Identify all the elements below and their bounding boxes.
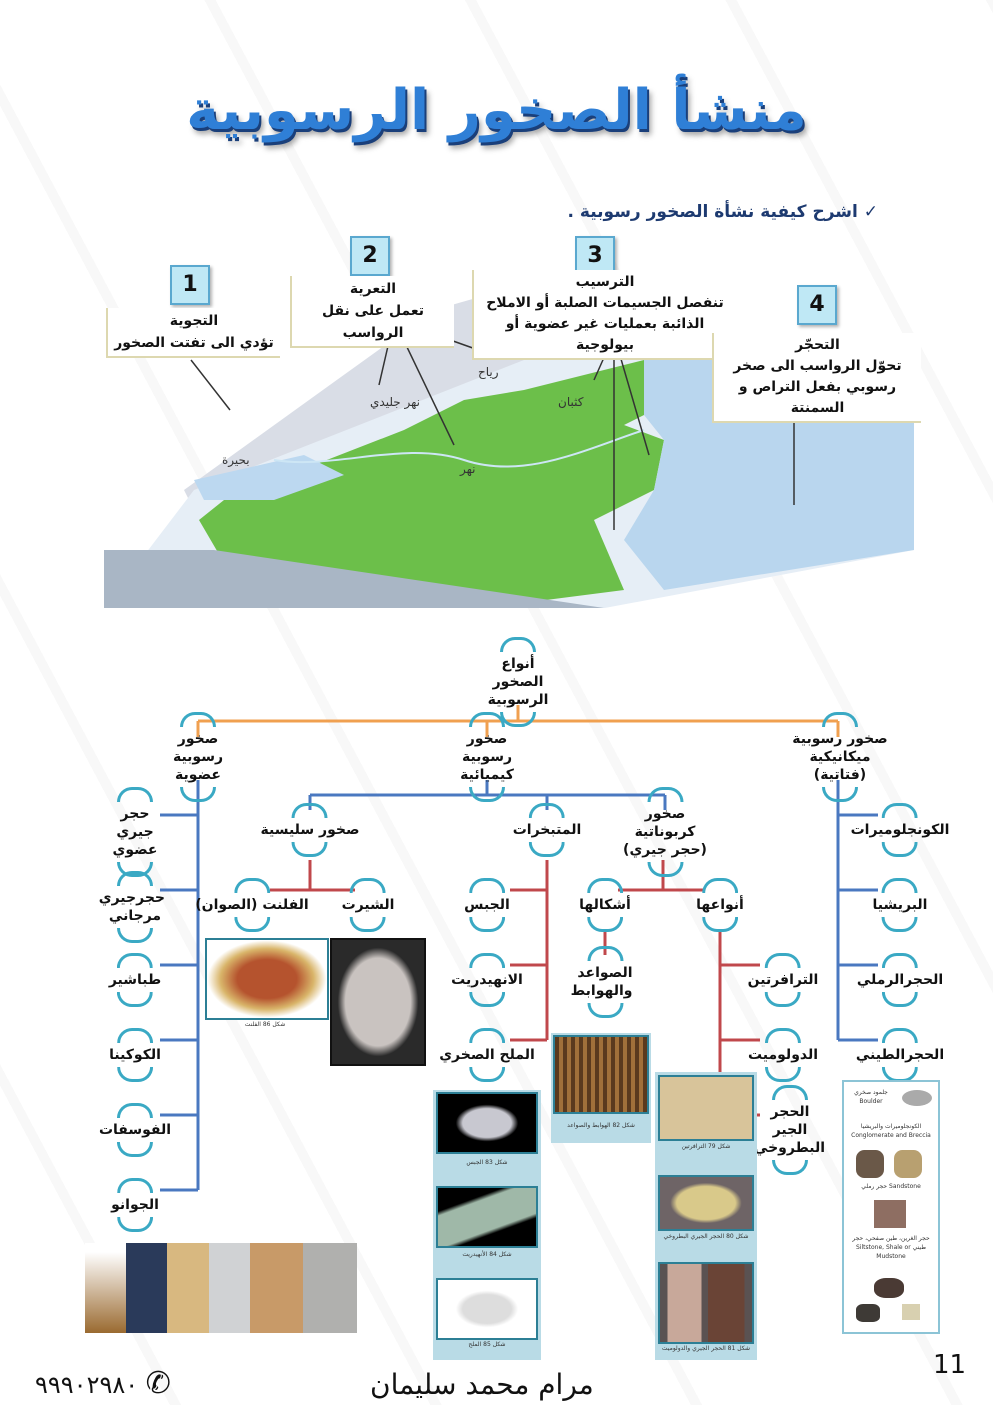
types-item: الدولوميت [747, 1028, 819, 1082]
step-2-name: التعرية [349, 281, 397, 297]
mudstone-photo [902, 1304, 920, 1320]
stalactites-panel: شكل 82 الهوابط والصواعد [551, 1033, 651, 1143]
node-carbonate-shapes: أشكالها [579, 878, 631, 932]
node-carbonate-types: أنواعها [696, 878, 744, 932]
evaporites-panel: شكل 83 الجبس شكل 84 الأنهيدريت شكل 85 ال… [433, 1090, 541, 1360]
fossil-limestone-photo [303, 1243, 358, 1333]
tree-root: أنواع الصخور الرسوبية [478, 637, 558, 727]
shapes-item: الصواعد والهوابط [570, 946, 633, 1018]
siltstone-caption: حجر الغرين، طين صفحي، حجر طيني Siltstone… [852, 1235, 930, 1260]
stalactites-caption: شكل 82 الهوابط والصواعد [567, 1122, 635, 1129]
river-line [273, 429, 645, 468]
step-2-number: 2 [350, 236, 390, 276]
evaporite-item: الانهيدريت [451, 953, 523, 1007]
question: ✓ اشرح كيفية نشأة الصخور رسوبية . [567, 202, 878, 222]
shale-photo [856, 1304, 880, 1322]
anhydrite-caption: شكل 84 الأنهيدريت [462, 1251, 512, 1258]
step-3-desc: تنفصل الجسيمات الصلبة أو الاملاح الذائبة… [486, 295, 724, 353]
dolomite-photo [658, 1262, 754, 1344]
salt-photo [436, 1278, 538, 1340]
mechanical-item: البريشيا [872, 878, 928, 932]
sandstone-photo [874, 1200, 906, 1228]
boulder-photo [902, 1090, 932, 1106]
step-4-box: التحجّر تحوّل الرواسب الى صخر رسوبي بفعل… [712, 333, 921, 423]
coquina-photo [167, 1243, 209, 1333]
salt-caption: شكل 85 الملح [468, 1341, 506, 1348]
dunes-label: كثبان [558, 395, 584, 409]
organic-item: الكوكينا [109, 1028, 161, 1082]
breccia-photo [894, 1150, 922, 1178]
node-evaporites: المتبخرات [512, 803, 582, 857]
phone-number: ٩٩٩٠٢٩٨٠ [35, 1371, 139, 1399]
clastic-panel: جلمود صخري Boulder الكونجلوميرات والبريش… [842, 1080, 940, 1334]
phone-icon: ✆ [145, 1366, 171, 1401]
oolitic-photo [658, 1175, 754, 1231]
coral-photo [126, 1243, 168, 1333]
step-2-box: التعرية تعمل على نقل الرواسب [290, 276, 454, 348]
step-4-number: 4 [797, 285, 837, 325]
siliceous-item: الفلنت (الصوان) [195, 878, 309, 932]
wind-label: رياح [478, 365, 499, 379]
author-name: مرام محمد سليمان [370, 1368, 594, 1401]
node-siliceous: صخور سليسية [260, 803, 360, 857]
ground-section [104, 550, 604, 608]
anhydrite-photo [436, 1186, 538, 1248]
carbonate-panel: شكل 79 الترافرتين شكل 80 الحجر الجيري ال… [655, 1072, 757, 1360]
flint-caption: شكل 86 الفلنت [244, 1021, 286, 1028]
guano-photo [85, 1243, 127, 1333]
node-organic: صخور رسوبية عضوية [153, 712, 243, 802]
mechanical-item: الحجرالرملي [856, 953, 944, 1007]
step-1-name: التجوية [169, 313, 219, 329]
step-4-desc: تحوّل الرواسب الى صخر رسوبي بفعل التراص … [733, 358, 902, 416]
node-chemical: صخور رسوبية كيميائية [442, 712, 532, 802]
evaporite-item: الملح الصخري [439, 1028, 535, 1082]
conglomerate-caption: الكونجلوميرات والبريشيا Conglomerate and… [851, 1123, 931, 1139]
types-item: الحجر الجير البطروخي [753, 1085, 825, 1175]
organic-item: حجر جيري عضوي [105, 787, 165, 877]
organic-item: حجرجيري مرجاني [98, 871, 165, 943]
organic-item: الفوسفات [98, 1103, 172, 1157]
travertine-caption: شكل 79 الترافرتين [681, 1143, 731, 1150]
organic-item: الجوانو [111, 1178, 159, 1232]
land [199, 360, 704, 608]
organic-item: طباشير [108, 953, 162, 1007]
step-1-number: 1 [170, 265, 210, 305]
siliceous-item: الشيرت [341, 878, 395, 932]
node-carbonate: صخور كربوناتية (حجر جيري) [618, 787, 713, 877]
mechanical-item: الحجرالطيني [855, 1028, 945, 1082]
types-item: الترافرتين [747, 953, 819, 1007]
glacier-label: نهر جليدي [370, 395, 421, 409]
step-1-box: التجوية تؤدي الى تفتت الصخور [106, 308, 280, 358]
lake [194, 455, 344, 500]
mechanical-item: الكونجلوميرات [850, 803, 950, 857]
oolitic-caption: شكل 80 الحجر الجيري البطروخي [663, 1233, 749, 1240]
step-3-name: الترسيب [575, 274, 635, 290]
evaporite-item: الجبس [464, 878, 510, 932]
footer-phone: ٩٩٩٠٢٩٨٠ ✆ [35, 1366, 171, 1401]
step-3-box: الترسيب تنفصل الجسيمات الصلبة أو الاملاح… [472, 270, 736, 360]
chalk-photo [208, 1243, 250, 1333]
dolomite-caption: شكل 81 الحجر الجيري والدولوميت [661, 1345, 751, 1352]
stalactites-photo [553, 1035, 649, 1114]
siltstone-photo [874, 1278, 904, 1298]
gypsum-photo [436, 1092, 538, 1154]
flint-photo [205, 938, 329, 1020]
step-1-desc: تؤدي الى تفتت الصخور [114, 335, 274, 351]
step-4-name: التحجّر [795, 337, 840, 353]
page-number: 11 [933, 1350, 967, 1380]
page-title: منشأ الصخور الرسوبية [186, 78, 807, 143]
travertine-photo [658, 1075, 754, 1141]
organic-rocks-photos [85, 1243, 358, 1333]
gypsum-caption: شكل 83 الجبس [466, 1159, 508, 1166]
chert-photo [330, 938, 426, 1066]
conglomerate-photo [856, 1150, 884, 1178]
coral-limestone-photo [249, 1243, 304, 1333]
step-2-desc: تعمل على نقل الرواسب [321, 303, 425, 341]
river-label: نهر [460, 462, 476, 476]
node-mechanical: صخور رسوبية ميكانيكية (فتاتية) [790, 712, 890, 802]
sandstone-caption: Sandstone حجر رملي [861, 1183, 921, 1190]
lake-label: بحيرة [222, 453, 250, 467]
boulder-caption: جلمود صخري Boulder [854, 1089, 888, 1105]
